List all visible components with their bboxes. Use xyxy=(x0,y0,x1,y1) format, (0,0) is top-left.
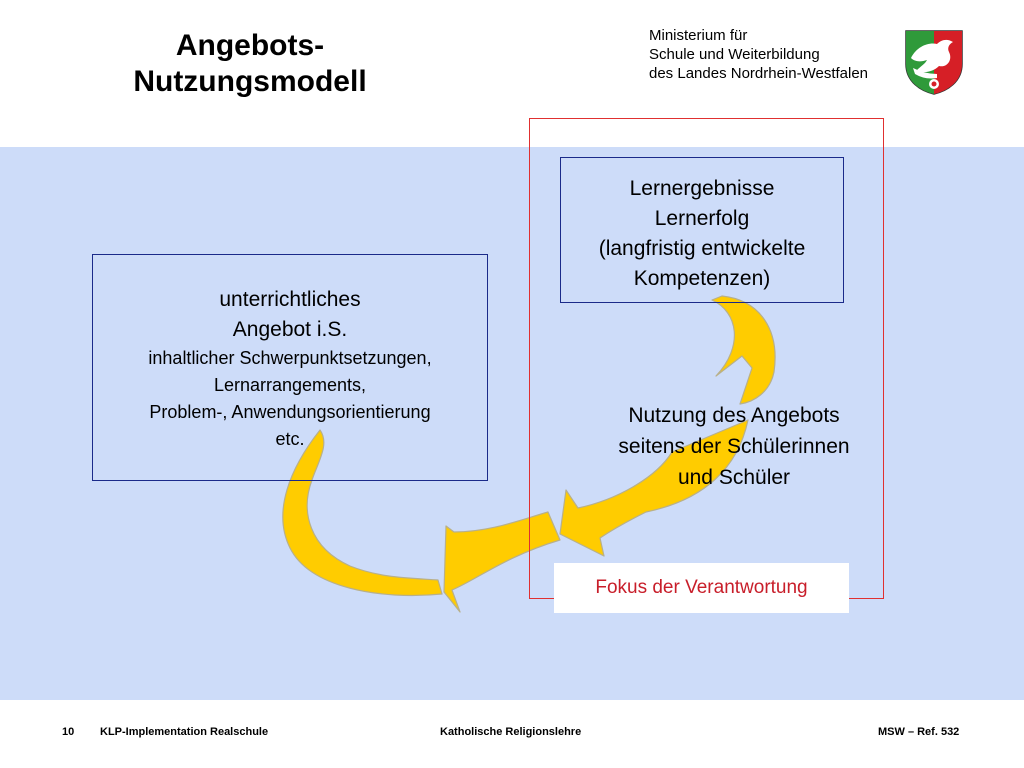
focus-label: Fokus der Verantwortung xyxy=(554,563,849,613)
offer-line-4: Lernarrangements, xyxy=(213,375,367,395)
results-line-4: Kompetenzen) xyxy=(633,267,771,290)
results-line-3: (langfristig entwickelte xyxy=(598,237,806,260)
title-line-2: Nutzungsmodell xyxy=(133,65,367,98)
offer-box: unterrichtliches Angebot i.S. inhaltlich… xyxy=(92,254,488,481)
offer-line-5: Problem-, Anwendungsorientierung xyxy=(149,402,431,422)
usage-line-3: und Schüler xyxy=(677,466,791,489)
footer-page-number: 10 xyxy=(62,726,75,738)
offer-line-6: etc. xyxy=(275,429,305,449)
results-line-2: Lernerfolg xyxy=(654,207,750,230)
usage-line-1: Nutzung des Angebots xyxy=(628,404,840,427)
ministry-line-2: Schule und Weiterbildung xyxy=(649,46,820,63)
ministry-name: Ministerium für Schule und Weiterbildung… xyxy=(649,26,868,83)
footer-right: MSW – Ref. 532 xyxy=(878,726,960,738)
results-line-1: Lernergebnisse xyxy=(629,177,775,200)
usage-text: Nutzung des Angebots seitens der Schüler… xyxy=(584,400,884,493)
title-line-1: Angebots- xyxy=(175,29,325,62)
offer-line-1: unterrichtliches xyxy=(219,288,361,311)
ministry-line-3: des Landes Nordrhein-Westfalen xyxy=(649,65,869,82)
footer-center: Katholische Religionslehre xyxy=(440,726,582,738)
nrw-crest-icon xyxy=(905,30,963,95)
results-box: Lernergebnisse Lernerfolg (langfristig e… xyxy=(560,157,844,303)
page-title: Angebots- Nutzungsmodell xyxy=(60,28,440,100)
ministry-line-1: Ministerium für xyxy=(649,27,748,44)
footer-left: KLP-Implementation Realschule xyxy=(100,726,269,738)
usage-line-2: seitens der Schülerinnen xyxy=(618,435,850,458)
offer-line-3: inhaltlicher Schwerpunktsetzungen, xyxy=(148,348,432,368)
offer-line-2: Angebot i.S. xyxy=(232,318,348,341)
